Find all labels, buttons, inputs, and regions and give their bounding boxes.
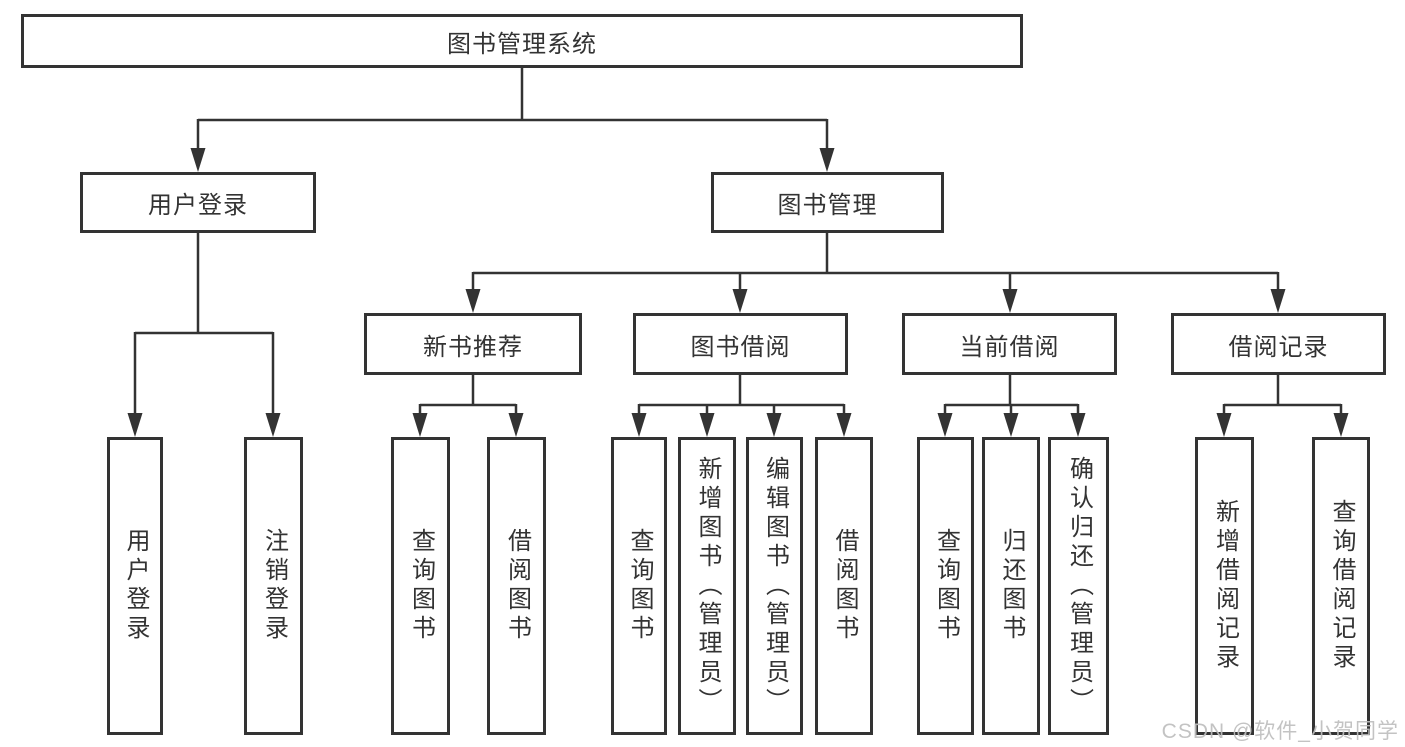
node-book-borrowing-label: 图书借阅 xyxy=(690,333,791,361)
node-new-book-recommend: 新书推荐 xyxy=(364,313,582,375)
leaf-return-books-label: 归还图书 xyxy=(998,528,1025,644)
arrowheads-book-borrowing-leaves xyxy=(631,413,852,437)
node-root: 图书管理系统 xyxy=(21,14,1023,68)
connector-current-borrowing-to-leaves xyxy=(943,375,1080,418)
leaf-add-books-admin: 新增图书（管理员） xyxy=(678,437,736,735)
arrowheads-user-login-leaves xyxy=(127,413,281,437)
leaf-logout: 注销登录 xyxy=(244,437,303,735)
leaf-user-login-label: 用户登录 xyxy=(122,528,149,644)
leaf-return-books: 归还图书 xyxy=(982,437,1040,735)
leaf-query-borrow-record-label: 查询借阅记录 xyxy=(1328,499,1355,673)
node-book-borrowing: 图书借阅 xyxy=(633,313,848,375)
node-book-management-label: 图书管理 xyxy=(777,192,878,219)
leaf-query-borrow-record: 查询借阅记录 xyxy=(1312,437,1370,735)
node-borrowing-records-label: 借阅记录 xyxy=(1228,333,1329,361)
leaf-borrow-books-2-label: 借阅图书 xyxy=(831,528,858,644)
csdn-watermark: CSDN @软件_小贺同学 xyxy=(1161,720,1399,743)
leaf-edit-books-admin: 编辑图书（管理员） xyxy=(746,437,803,735)
arrowheads-new-book-recommend-leaves xyxy=(412,413,524,437)
node-current-borrowing: 当前借阅 xyxy=(902,313,1117,375)
leaf-query-books-3: 查询图书 xyxy=(917,437,974,735)
node-current-borrowing-label: 当前借阅 xyxy=(959,333,1060,361)
arrowheads-level2 xyxy=(190,148,835,172)
node-book-management: 图书管理 xyxy=(711,172,944,233)
arrowheads-borrowing-records-leaves xyxy=(1216,413,1349,437)
leaf-query-books-2-label: 查询图书 xyxy=(626,528,653,644)
leaf-add-borrow-record-label: 新增借阅记录 xyxy=(1211,499,1239,673)
leaf-query-books-3-label: 查询图书 xyxy=(932,528,960,644)
node-user-login-label: 用户登录 xyxy=(148,192,248,219)
leaf-add-borrow-record: 新增借阅记录 xyxy=(1195,437,1254,735)
leaf-confirm-return-admin-label: 确认归还（管理员） xyxy=(1065,455,1093,717)
node-new-book-recommend-label: 新书推荐 xyxy=(423,333,523,361)
leaf-borrow-books-1-label: 借阅图书 xyxy=(503,528,531,644)
leaf-query-books-1: 查询图书 xyxy=(391,437,450,735)
leaf-query-books-2: 查询图书 xyxy=(611,437,667,735)
leaf-query-books-1-label: 查询图书 xyxy=(407,528,435,644)
leaf-logout-label: 注销登录 xyxy=(260,528,288,644)
arrowheads-level3 xyxy=(465,289,1286,313)
leaf-user-login: 用户登录 xyxy=(107,437,163,735)
connector-user-login-to-leaves xyxy=(133,233,275,418)
leaf-borrow-books-1: 借阅图书 xyxy=(487,437,546,735)
arrowheads-current-borrowing-leaves xyxy=(937,413,1086,437)
connector-new-book-recommend-to-leaves xyxy=(418,375,518,418)
node-borrowing-records: 借阅记录 xyxy=(1171,313,1386,375)
connector-book-management-to-level3 xyxy=(471,233,1280,294)
node-user-login: 用户登录 xyxy=(80,172,316,233)
connector-book-borrowing-to-leaves xyxy=(637,375,846,418)
connector-borrowing-records-to-leaves xyxy=(1222,375,1343,418)
leaf-confirm-return-admin: 确认归还（管理员） xyxy=(1048,437,1109,735)
leaf-edit-books-admin-label: 编辑图书（管理员） xyxy=(761,455,789,717)
node-root-label: 图书管理系统 xyxy=(447,30,597,58)
leaf-borrow-books-2: 借阅图书 xyxy=(815,437,873,735)
connector-root-to-level2 xyxy=(196,68,829,153)
leaf-add-books-admin-label: 新增图书（管理员） xyxy=(694,455,721,717)
